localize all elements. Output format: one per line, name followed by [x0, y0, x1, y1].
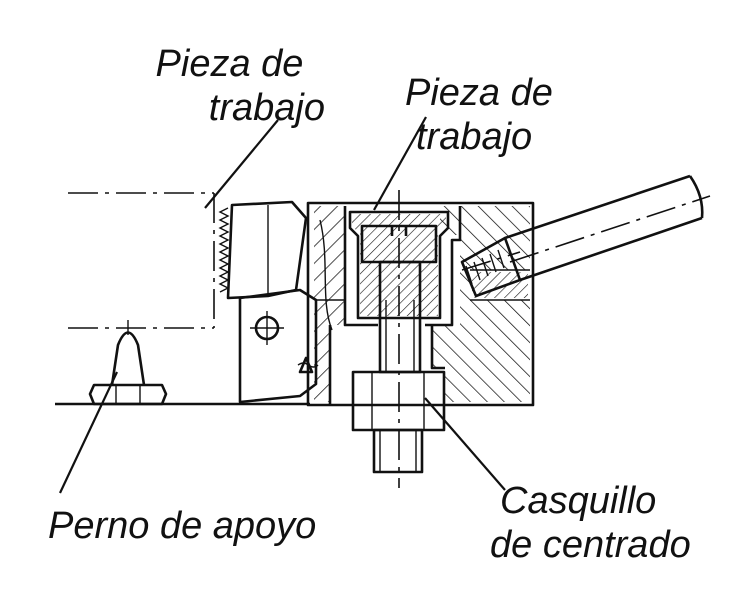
- label-centering-bushing-line1: Casquillo: [500, 480, 656, 522]
- gripper-jaw: [218, 200, 319, 404]
- workpiece-left-outline: [68, 192, 215, 329]
- label-workpiece-left-line2: trabajo: [209, 87, 325, 129]
- clamp-body: [306, 190, 535, 488]
- label-support-bolt: Perno de apoyo: [48, 505, 316, 547]
- support-bolt-drawing: [88, 320, 168, 406]
- label-workpiece-right: Pieza de trabajo: [405, 72, 563, 158]
- leader-workpiece-right: [373, 116, 427, 211]
- label-workpiece-left: Pieza de trabajo: [156, 43, 325, 129]
- label-centering-bushing: Casquillo de centrado: [490, 480, 691, 566]
- label-workpiece-right-line2: trabajo: [416, 116, 532, 158]
- label-workpiece-left-line1: Pieza de: [156, 43, 304, 85]
- leader-support-bolt: [59, 371, 118, 494]
- leader-centering-bushing: [424, 397, 506, 491]
- label-workpiece-right-line1: Pieza de: [405, 72, 553, 114]
- leader-workpiece-left: [204, 119, 279, 209]
- label-centering-bushing-line2: de centrado: [490, 524, 691, 566]
- workpiece-right-rod: [460, 174, 711, 298]
